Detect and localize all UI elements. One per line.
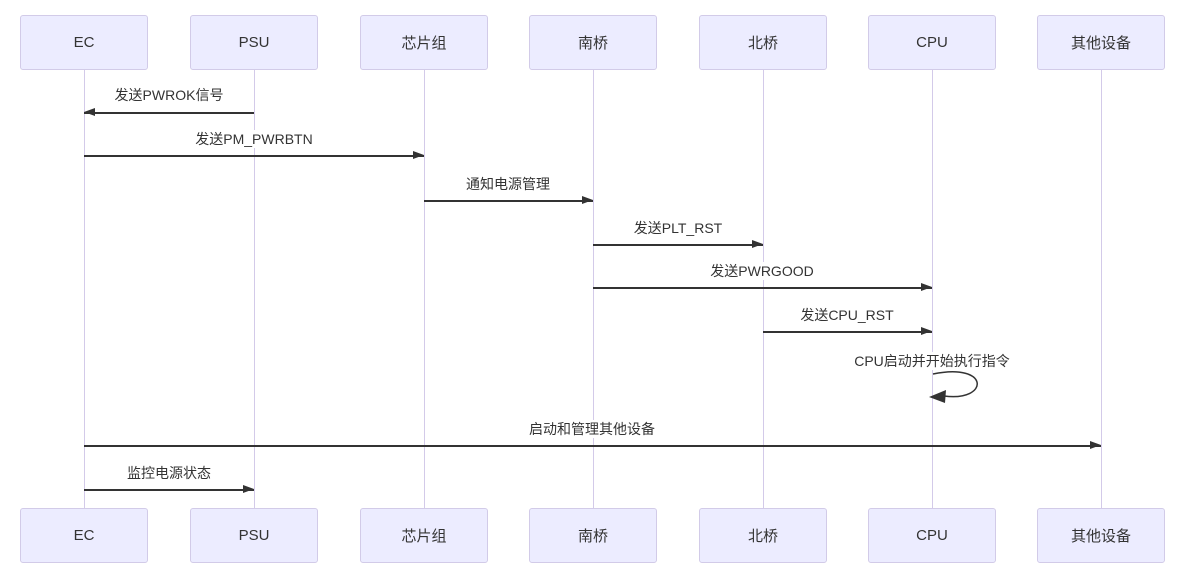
arrowhead-right-icon	[921, 327, 932, 335]
arrowhead-right-icon	[752, 240, 763, 248]
arrowhead-right-icon	[921, 283, 932, 291]
lifeline-other-devices	[1101, 69, 1102, 509]
arrowhead-right-icon	[243, 485, 254, 493]
message-7-label: CPU启动并开始执行指令	[852, 352, 1012, 370]
participant-cpu-top: CPU	[868, 15, 996, 70]
participant-psu-bottom: PSU	[190, 508, 318, 563]
message-3-label: 通知电源管理	[464, 175, 552, 193]
message-4-label: 发送PLT_RST	[631, 219, 725, 237]
participant-northbridge-top: 北桥	[699, 15, 827, 70]
message-3-line	[424, 200, 593, 202]
lifeline-southbridge	[593, 69, 594, 509]
message-9-label: 监控电源状态	[125, 464, 213, 482]
participant-chipset-bottom: 芯片组	[360, 508, 488, 563]
lifeline-psu	[254, 69, 255, 509]
arrowhead-right-icon	[1090, 441, 1101, 449]
participant-ec-top: EC	[20, 15, 148, 70]
arrowhead-left-icon	[84, 108, 95, 116]
lifeline-ec	[84, 69, 85, 509]
message-1-line	[84, 112, 254, 114]
message-9-line	[84, 489, 254, 491]
lifeline-chipset	[424, 69, 425, 509]
message-4-line	[593, 244, 763, 246]
participant-southbridge-bottom: 南桥	[529, 508, 657, 563]
message-2-line	[84, 155, 424, 157]
lifeline-cpu	[932, 69, 933, 509]
participant-other-devices-top: 其他设备	[1037, 15, 1165, 70]
participant-cpu-bottom: CPU	[868, 508, 996, 563]
participant-chipset-top: 芯片组	[360, 15, 488, 70]
message-5-label: 发送PWRGOOD	[708, 262, 816, 280]
participant-ec-bottom: EC	[20, 508, 148, 563]
message-6-label: 发送CPU_RST	[798, 306, 896, 324]
lifeline-northbridge	[763, 69, 764, 509]
message-5-line	[593, 287, 932, 289]
message-8-label: 启动和管理其他设备	[527, 420, 657, 438]
arrowhead-right-icon	[582, 196, 593, 204]
arrowhead-right-icon	[413, 151, 424, 159]
self-loop-arrow-icon	[929, 371, 978, 403]
message-2-label: 发送PM_PWRBTN	[193, 130, 315, 148]
message-1-label: 发送PWROK信号	[112, 86, 226, 104]
participant-psu-top: PSU	[190, 15, 318, 70]
participant-northbridge-bottom: 北桥	[699, 508, 827, 563]
message-6-line	[763, 331, 932, 333]
message-8-line	[84, 445, 1101, 447]
participant-other-devices-bottom: 其他设备	[1037, 508, 1165, 563]
participant-southbridge-top: 南桥	[529, 15, 657, 70]
